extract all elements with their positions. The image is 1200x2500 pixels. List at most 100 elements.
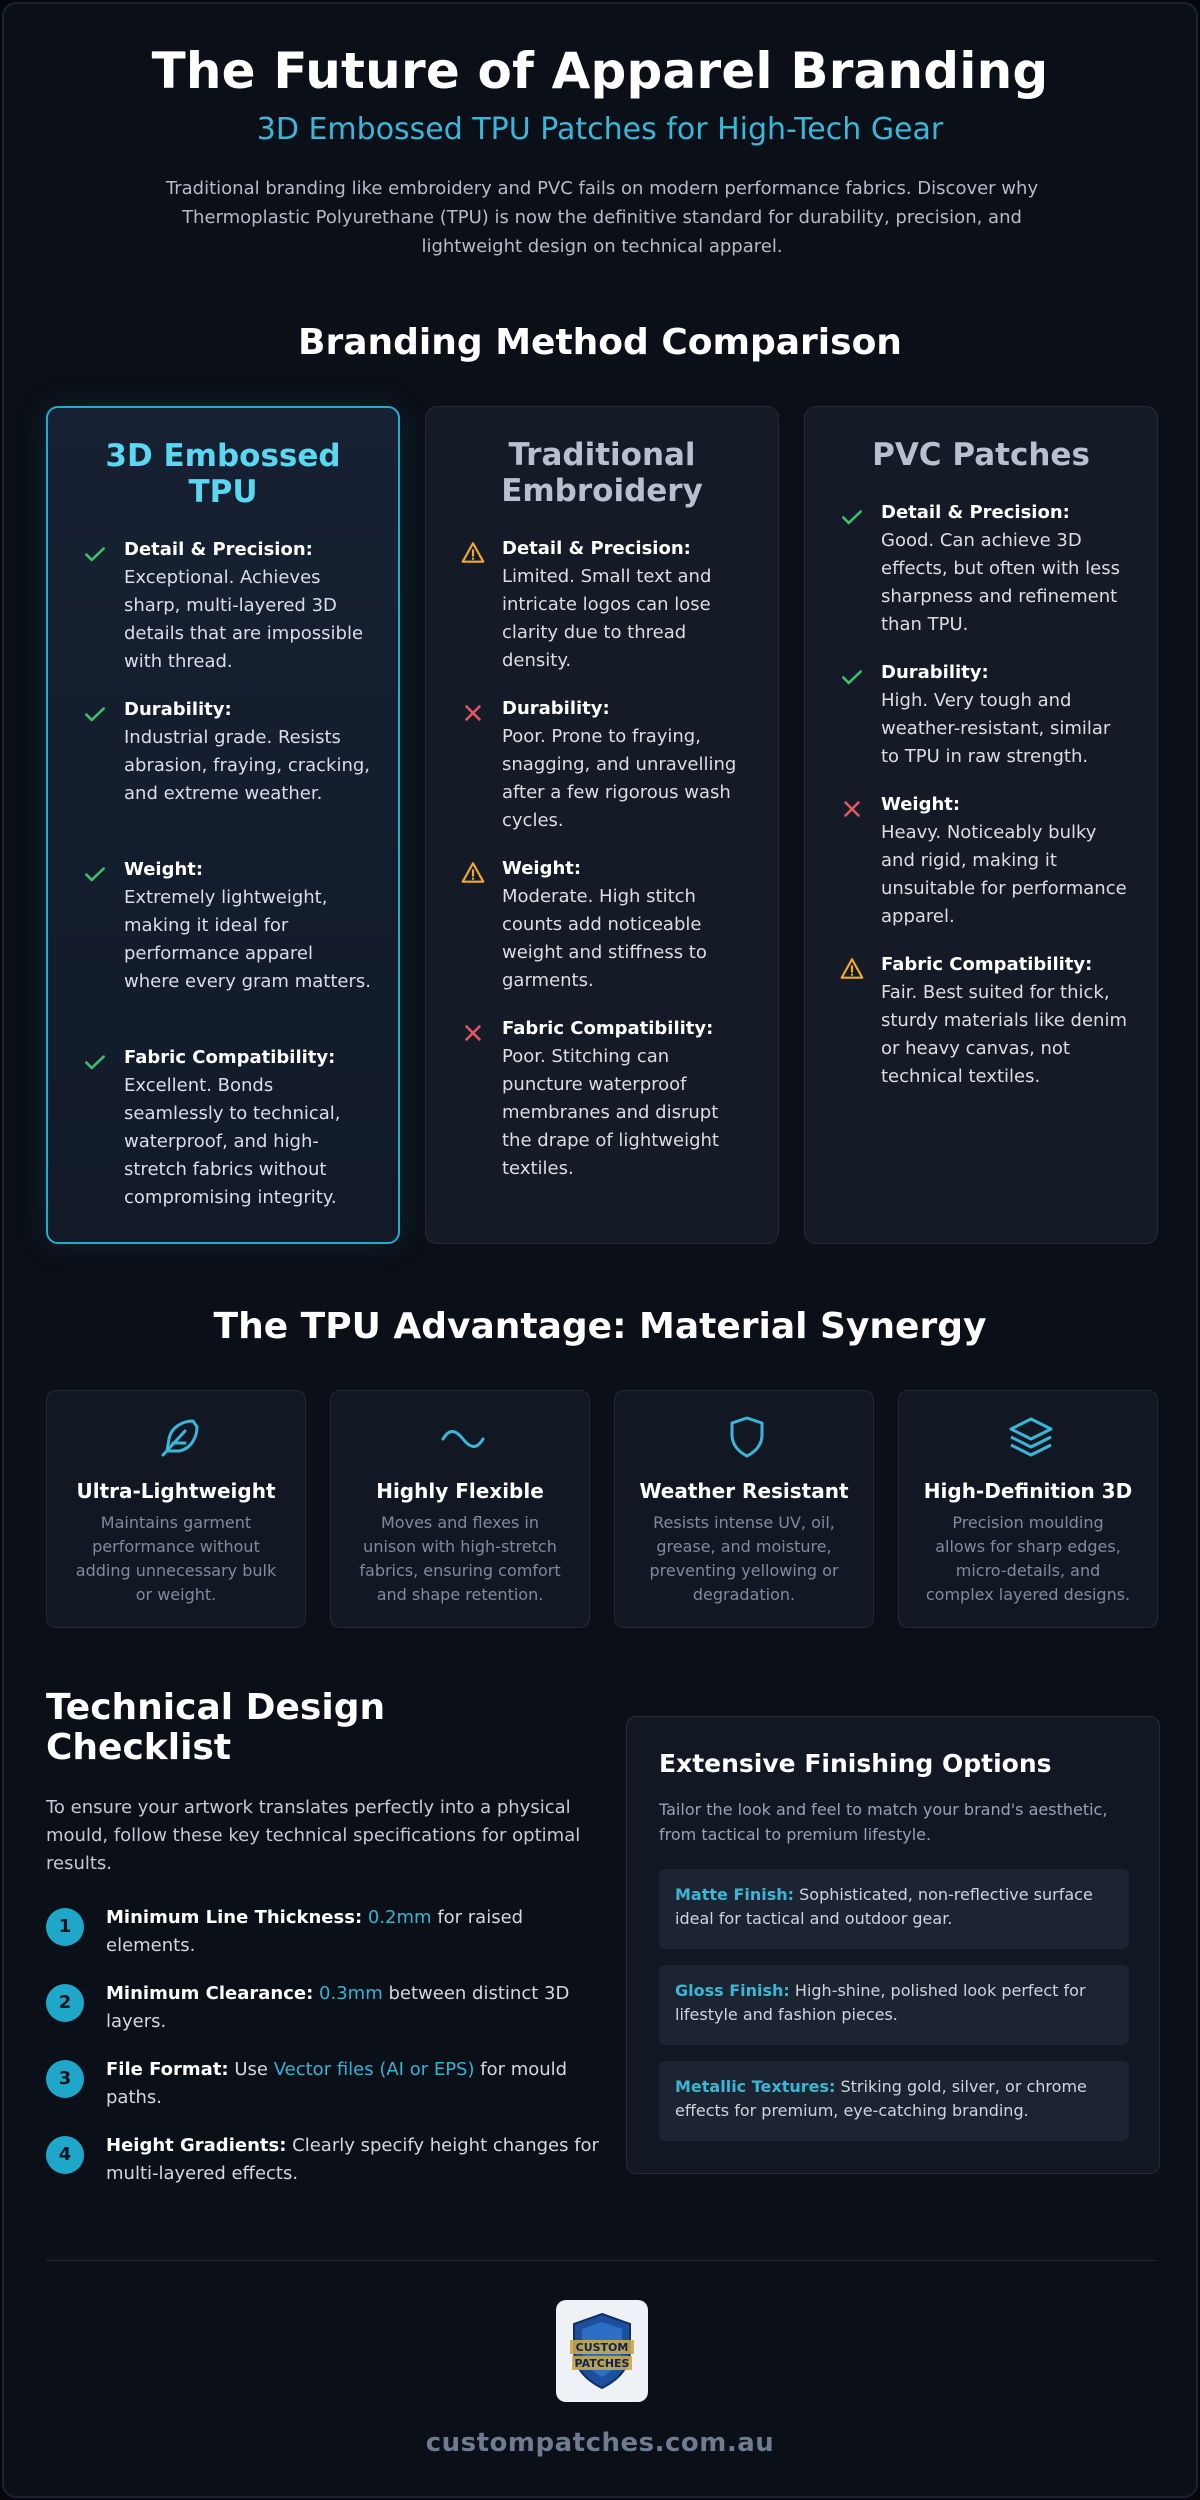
cross-icon [465,1025,481,1041]
criterion-weight: Weight: Heavy. Noticeably bulky and rigid… [839,791,1131,931]
tile-description: Resists intense UV, oil, grease, and moi… [649,1513,839,1604]
advantage-tile-weather: Weather Resistant Resists intense UV, oi… [614,1390,874,1628]
criterion-fabric: Fabric Compatibility:Poor. Stitching can… [460,1015,752,1183]
criterion-text: Excellent. Bonds seamlessly to technical… [124,1075,341,1208]
step-text: for mould paths. [106,2059,568,2108]
criterion-text: Heavy. Noticeably bulky and rigid, makin… [881,822,1127,927]
tile-title: Ultra-Lightweight [76,1479,276,1503]
shield-icon [730,1416,764,1458]
card-title: Traditional Embroidery [501,437,703,509]
checklist-title: Technical Design Checklist [46,1687,386,1768]
tile-description: Moves and flexes in unison with high-str… [359,1513,561,1604]
criterion-text: High. Very tough and weather-resistant, … [881,690,1111,767]
card-title: PVC Patches [872,437,1090,473]
step-label: Minimum Line Thickness: [106,1907,363,1928]
criterion-durability: Durability: Industrial grade. Resists abr… [82,696,372,808]
step-highlight: Vector files (AI or EPS) [273,2059,475,2080]
step-text: for raised elements. [106,1907,524,1956]
warning-icon [840,958,864,979]
tile-description: Maintains garment performance without ad… [75,1513,277,1604]
logo-text-line2: PATCHES [575,2357,630,2370]
finish-option-matte: Matte Finish: Sophisticated, non-reflect… [659,1869,1129,1949]
criterion-detail: Detail & Precision: Limited. Small text a… [460,535,752,675]
criterion-weight: Weight: Extremely lightweight, making it … [82,856,372,996]
criterion-label: Weight: [124,859,204,880]
criterion-detail: Detail & Precision: Good. Can achieve 3D … [839,499,1131,639]
comparison-card-tpu: 3D Embossed TPU Detail & Precision:Excep… [46,406,400,1244]
tile-title: Weather Resistant [639,1479,849,1503]
advantage-tile-flexible: Highly Flexible Moves and flexes in unis… [330,1390,590,1628]
advantage-tile-3d: High-Definition 3D Precision moulding al… [898,1390,1158,1628]
finish-option-metallic: Metallic Textures: Striking gold, silver… [659,2061,1129,2141]
option-name: Matte Finish: [675,1885,795,1904]
criterion-text: Poor. Stitching can puncture waterproof … [502,1046,719,1179]
finish-option-gloss: Gloss Finish: High-shine, polished look … [659,1965,1129,2045]
criterion-label: Durability: [881,662,989,683]
criterion-label: Durability: [124,699,232,720]
feather-icon [161,1419,199,1457]
checklist-step: 4 Height Gradients: Clearly specify heig… [46,2132,606,2188]
criterion-label: Detail & Precision: [502,538,691,559]
check-icon [85,707,105,722]
criterion-fabric: Fabric Compatibility: Fair. Best suited f… [839,951,1131,1091]
step-label: File Format: [106,2059,229,2080]
cross-icon [465,705,481,721]
criterion-text: Moderate. High stitch counts add noticea… [502,886,707,991]
tile-title: Highly Flexible [376,1479,544,1503]
step-highlight: 0.2mm [367,1907,432,1928]
option-text: Striking gold, silver, or chrome effects… [675,2077,1087,2120]
advantage-heading: The TPU Advantage: Material Synergy [213,1306,987,1347]
criterion-text: Extremely lightweight, making it ideal f… [124,887,371,992]
check-icon [842,670,862,685]
tile-description: Precision moulding allows for sharp edge… [925,1513,1131,1604]
option-name: Gloss Finish: [675,1981,790,2000]
criterion-detail: Detail & Precision: Exceptional. Achieves… [82,536,372,676]
comparison-card-embroidery: Traditional Embroidery Detail & Precisio… [425,406,779,1244]
criterion-text: Good. Can achieve 3D effects, but often … [881,530,1120,635]
criterion-text: Poor. Prone to fraying, snagging, and un… [502,726,737,831]
checklist-step: 1 Minimum Line Thickness: 0.2mm for rais… [46,1904,606,1960]
criterion-text: Fair. Best suited for thick, sturdy mate… [881,982,1127,1087]
criterion-weight: Weight:Moderate. High stitch counts add … [460,855,752,995]
criterion-text: Industrial grade. Resists abrasion, fray… [124,727,371,804]
step-number: 3 [46,2060,84,2098]
step-number: 4 [46,2136,84,2174]
patch-logo-icon: CUSTOM PATCHES [570,2312,634,2390]
criterion-durability: Durability: High. Very tough and weather-… [839,659,1131,771]
checklist-step: 2 Minimum Clearance: 0.3mm between disti… [46,1980,606,2036]
wave-icon [441,1430,485,1448]
option-name: Metallic Textures: [675,2077,836,2096]
footer-website-link[interactable]: custompatches.com.au [425,2428,775,2458]
option-text: Sophisticated, non-reflective surface id… [675,1885,1093,1928]
criterion-label: Detail & Precision: [881,502,1070,523]
criterion-label: Weight: [881,794,961,815]
step-text: Clearly specify height changes for multi… [106,2135,599,2184]
step-number: 1 [46,1908,84,1946]
page-subtitle: 3D Embossed TPU Patches for High-Tech Ge… [256,112,944,147]
advantage-tile-lightweight: Ultra-Lightweight Maintains garment perf… [46,1390,306,1628]
criterion-label: Detail & Precision: [124,539,313,560]
step-highlight: 0.3mm [319,1983,383,2004]
criterion-label: Fabric Compatibility: [124,1047,336,1068]
step-pre: Use [234,2059,268,2080]
check-icon [85,1055,105,1070]
criterion-text: Limited. Small text and intricate logos … [502,566,712,671]
check-icon [85,867,105,882]
page-title: The Future of Apparel Branding [151,42,1049,100]
brand-logo: CUSTOM PATCHES [556,2300,648,2402]
criterion-text: Exceptional. Achieves sharp, multi-layer… [124,567,364,672]
comparison-heading: Branding Method Comparison [298,322,902,363]
tile-title: High-Definition 3D [923,1479,1133,1503]
checklist-intro: To ensure your artwork translates perfec… [46,1797,581,1874]
cross-icon [844,801,860,817]
step-label: Height Gradients: [106,2135,287,2156]
checklist-step: 3 File Format: Use Vector files (AI or E… [46,2056,606,2112]
option-text: High-shine, polished look perfect for li… [675,1981,1086,2024]
step-text: between distinct 3D layers. [106,1983,570,2032]
criterion-label: Durability: [502,698,610,719]
check-icon [85,547,105,562]
finishing-intro: Tailor the look and feel to match your b… [659,1800,1108,1844]
comparison-card-pvc: PVC Patches Detail & Precision: Good. Can… [804,406,1158,1244]
criterion-label: Fabric Compatibility: [881,954,1093,975]
